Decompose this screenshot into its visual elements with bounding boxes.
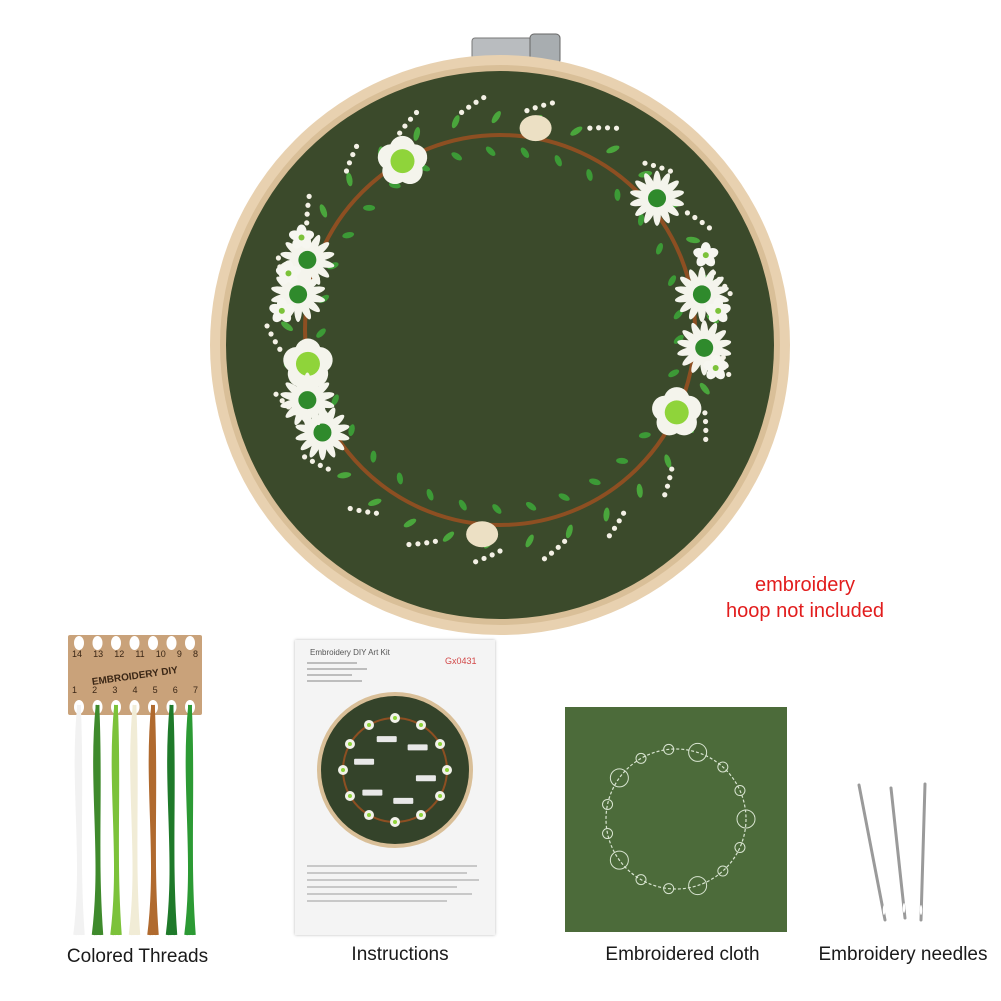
pattern-flower-icon [663, 883, 675, 895]
flower-icon [674, 266, 729, 323]
pattern-flower-icon [736, 809, 756, 829]
thread-skein [128, 704, 141, 936]
small-flower-icon [693, 242, 719, 267]
caption-threads: Colored Threads [66, 946, 209, 967]
pattern-flower-icon [734, 785, 746, 797]
small-flower-icon [705, 297, 731, 323]
card-number: 14 [72, 649, 83, 659]
small-flower-icon [275, 260, 302, 285]
card-number: 9 [176, 649, 182, 659]
card-number: 10 [155, 649, 166, 659]
small-flower-icon [288, 224, 315, 249]
card-number: 5 [152, 685, 158, 695]
thread-skein [91, 704, 104, 936]
pattern-flower-icon [635, 752, 647, 764]
hoop-not-included-note: embroidery hoop not included [690, 572, 920, 624]
note-line-1: embroidery [754, 574, 856, 596]
card-number: 12 [114, 649, 125, 659]
card-number: 11 [135, 649, 145, 659]
note-line-2: hoop not included [726, 600, 884, 622]
pattern-flower-icon [602, 798, 614, 810]
card-number: 6 [172, 685, 178, 695]
thread-skein [73, 704, 85, 936]
pattern-flower-icon [717, 761, 729, 773]
pattern-flower-icon [663, 743, 675, 755]
pattern-flower-icon [717, 865, 729, 877]
card-number: 13 [93, 649, 104, 659]
flower-icon [377, 135, 428, 185]
printed-cloth [565, 707, 787, 932]
small-flower-icon [269, 297, 295, 323]
instructions-code: Gx0431 [445, 656, 477, 666]
flower-icon [652, 387, 702, 436]
pattern-flower-icon [688, 742, 708, 762]
flower-icon [280, 372, 335, 428]
pattern-flower-icon [609, 850, 629, 870]
card-number: 3 [112, 685, 118, 695]
pattern-flower-icon [688, 876, 708, 896]
thread-skein [147, 704, 159, 936]
bud-icon [519, 115, 552, 142]
instructions-title: Embroidery DIY Art Kit [310, 648, 390, 657]
thread-skein [110, 704, 122, 936]
card-number: 7 [192, 685, 198, 695]
caption-cloth: Embroidered cloth [605, 944, 760, 965]
pattern-flower-icon [734, 841, 746, 853]
embroidery-hoop [210, 33, 790, 635]
needles-icon [857, 782, 927, 922]
thread-skein [184, 704, 196, 936]
small-flower-icon [703, 355, 729, 380]
bud-icon [466, 521, 499, 548]
pattern-flower-icon [602, 828, 614, 840]
flower-icon [271, 266, 326, 323]
flower-icon [630, 170, 684, 226]
instructions-sheet: Embroidery DIY Art Kit Gx0431 [295, 640, 495, 935]
card-number: 8 [192, 649, 198, 659]
wreath-decorations [264, 94, 733, 565]
thread-skein [165, 704, 178, 936]
card-bottom-numbers: 1 2 3 4 5 6 7 [72, 685, 198, 695]
green-fabric [226, 71, 774, 619]
card-number: 4 [132, 685, 138, 695]
caption-instructions: Instructions [351, 944, 449, 965]
caption-needles: Embroidery needles [818, 944, 988, 965]
card-number: 2 [92, 685, 98, 695]
pattern-flower-icon [609, 768, 629, 788]
card-number: 1 [72, 685, 78, 695]
pattern-flower-icon [635, 874, 647, 886]
